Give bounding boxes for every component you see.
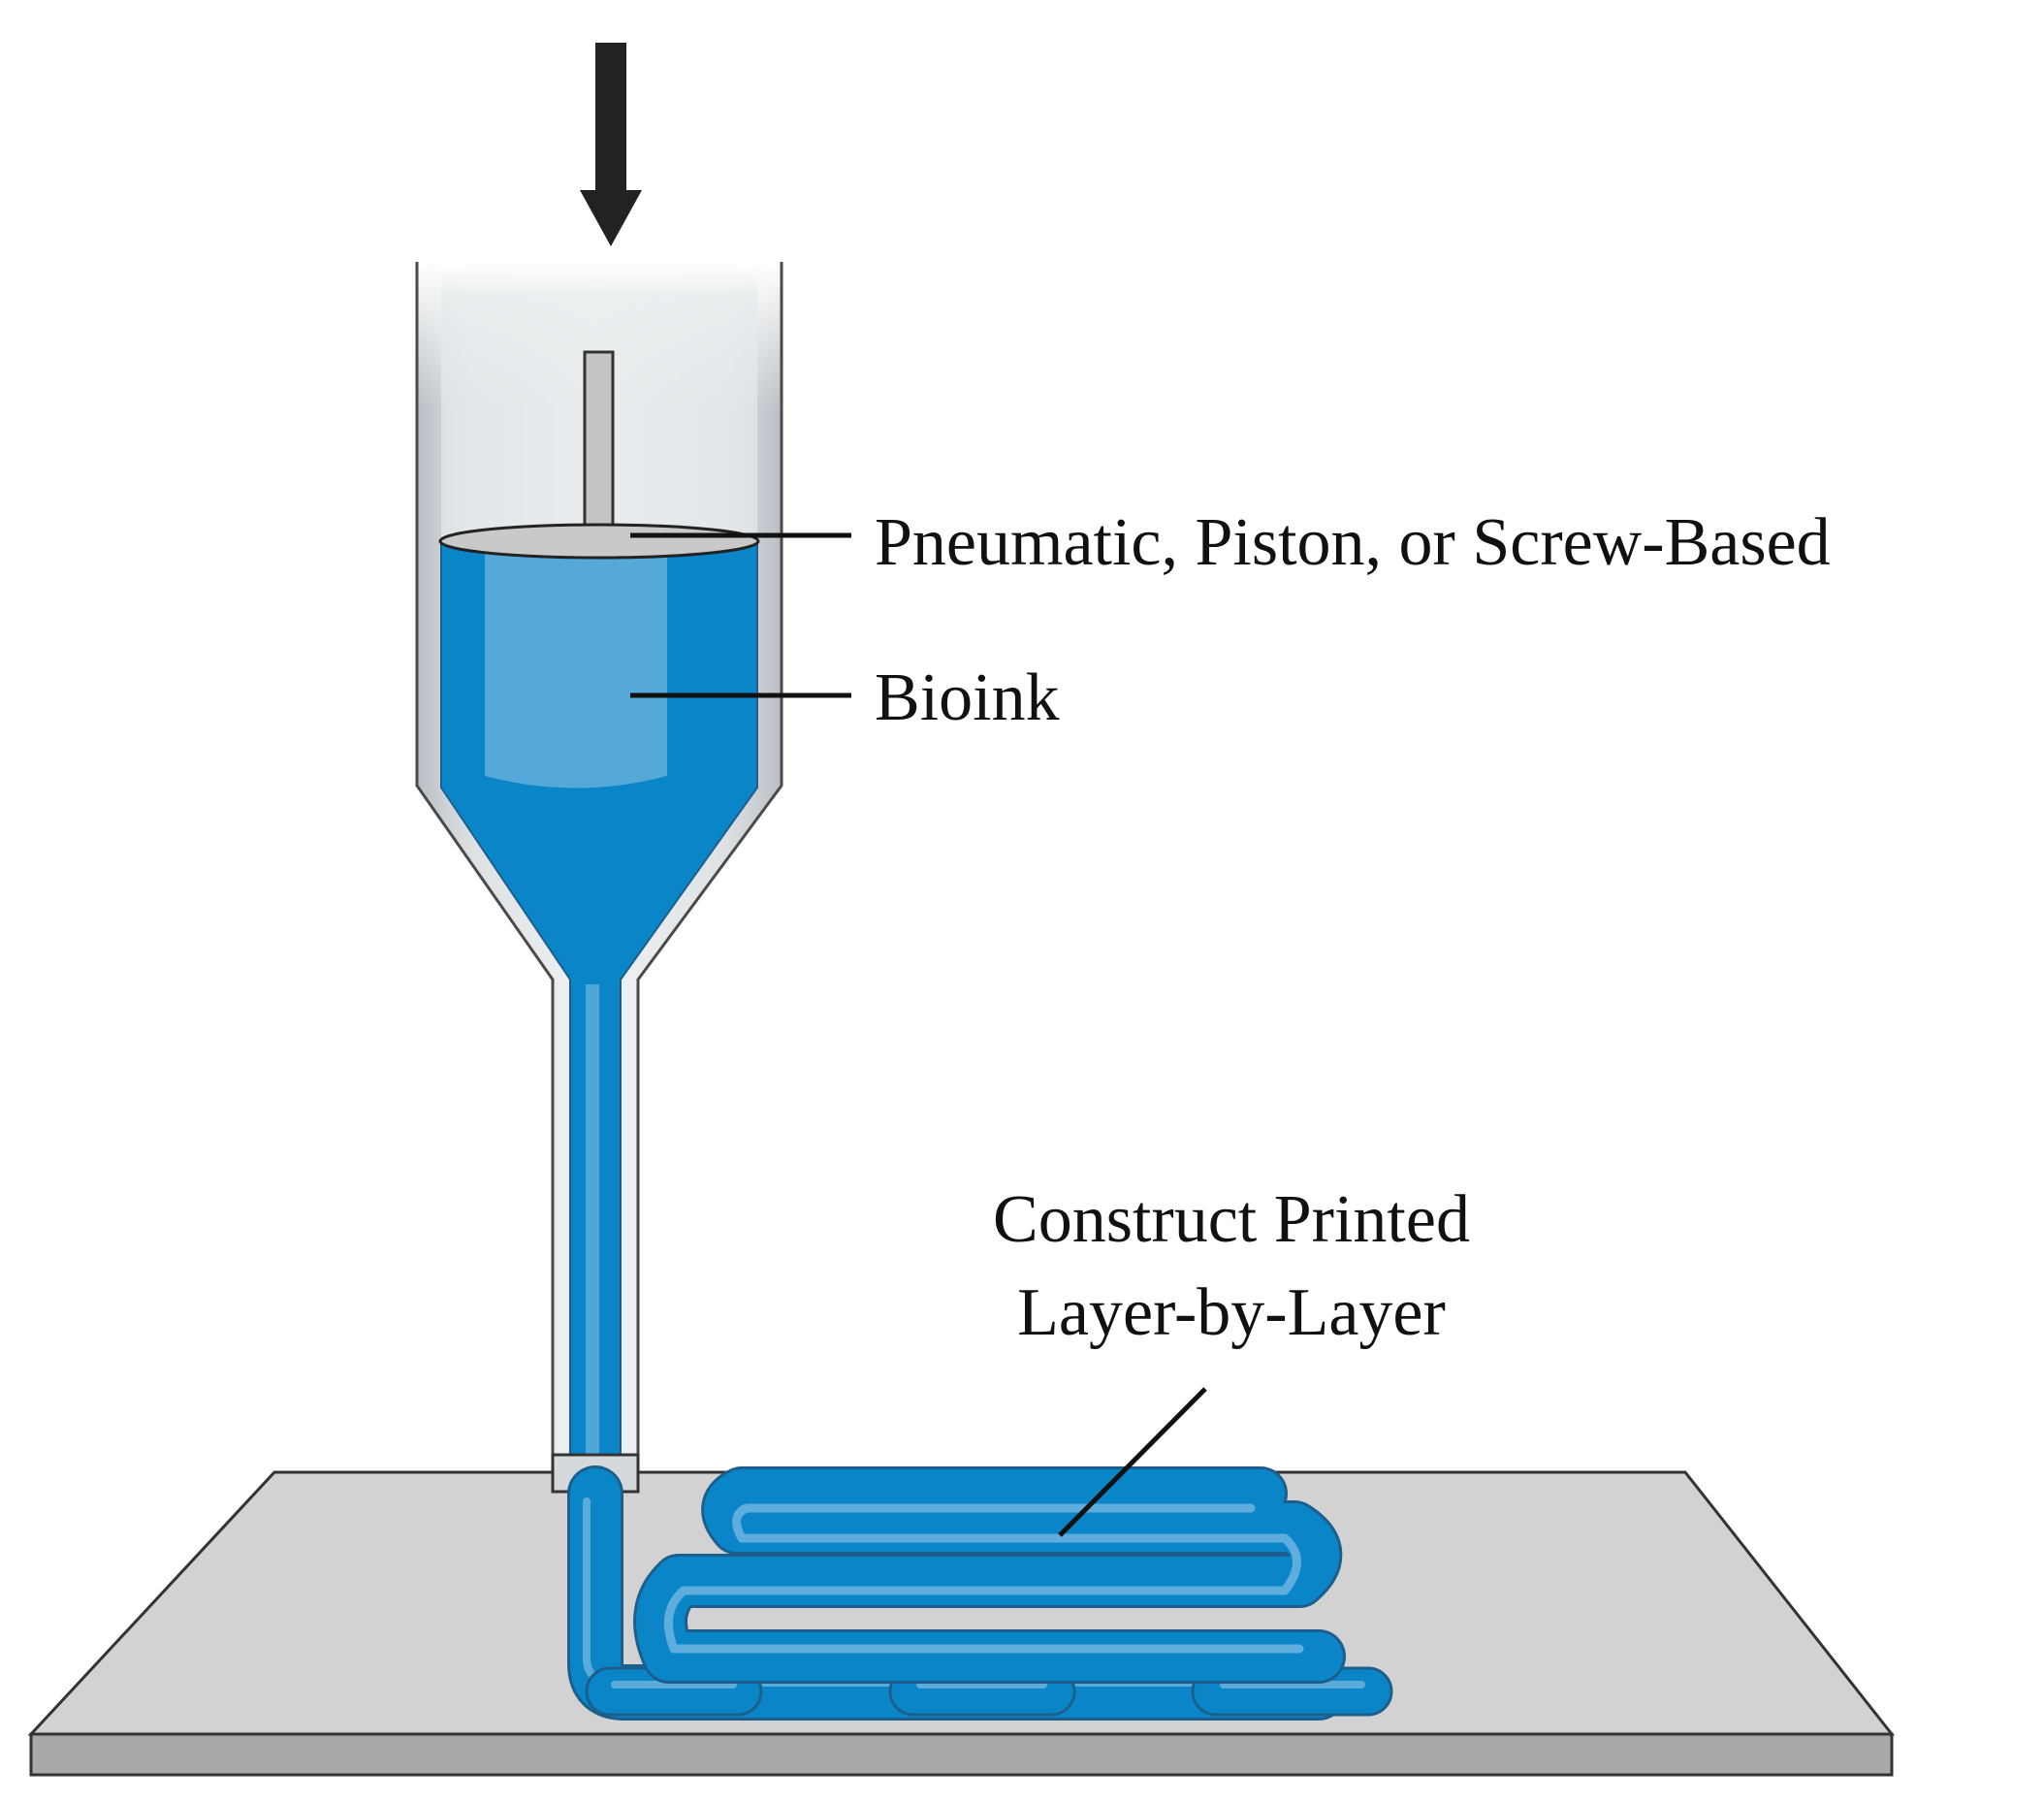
construct-leader	[1058, 1387, 1207, 1537]
leader-lines	[630, 532, 1207, 1537]
construct-top-layer	[633, 1466, 1346, 1684]
down-arrow-icon	[580, 43, 642, 246]
printed-construct	[585, 1466, 1393, 1717]
extrusion-mechanism-label: Pneumatic, Piston, or Screw-Based	[875, 505, 1831, 580]
construct-label-line2: Layer-by-Layer	[1017, 1275, 1446, 1350]
bioink-reservoir	[440, 542, 758, 1490]
bioink-label: Bioink	[875, 660, 1060, 735]
construct-label-line1: Construct Printed	[993, 1182, 1470, 1257]
